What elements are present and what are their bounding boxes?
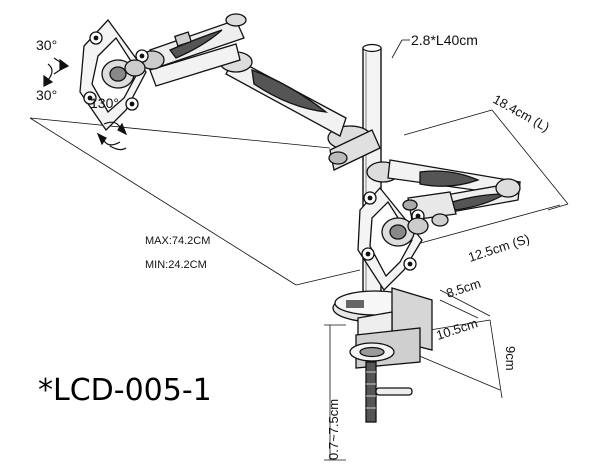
arm-long-label: 18.4cm (L) <box>491 92 553 135</box>
reach-min-label: MIN:24.2CM <box>145 259 207 271</box>
lower-arm <box>366 159 521 227</box>
tilt-up-label: 30° <box>36 37 57 53</box>
desk-clamp <box>332 287 433 423</box>
upper-arm <box>139 13 381 171</box>
pole-size-label: 2.8*L40cm <box>411 32 478 48</box>
desk-thickness-label: 0.7~7.5cm <box>326 399 341 460</box>
swivel-arrows-icon <box>96 121 128 151</box>
top-vesa-plate <box>79 18 149 132</box>
tilt-down-label: 30° <box>36 87 57 103</box>
swivel-label: 130° <box>90 95 119 111</box>
model-number: *LCD-005-1 <box>38 373 212 408</box>
dimension-lines <box>29 39 569 461</box>
reach-max-label: MAX:74.2CM <box>145 235 210 247</box>
arm-short-label: 12.5cm (S) <box>466 231 531 265</box>
tilt-arrows-icon <box>43 57 70 87</box>
bottom-vesa-plate <box>357 187 429 292</box>
clamp-depth-label: 8.5cm <box>444 276 482 301</box>
clamp-width-label: 10.5cm <box>434 315 479 342</box>
clamp-height-label: 9cm <box>503 346 518 371</box>
